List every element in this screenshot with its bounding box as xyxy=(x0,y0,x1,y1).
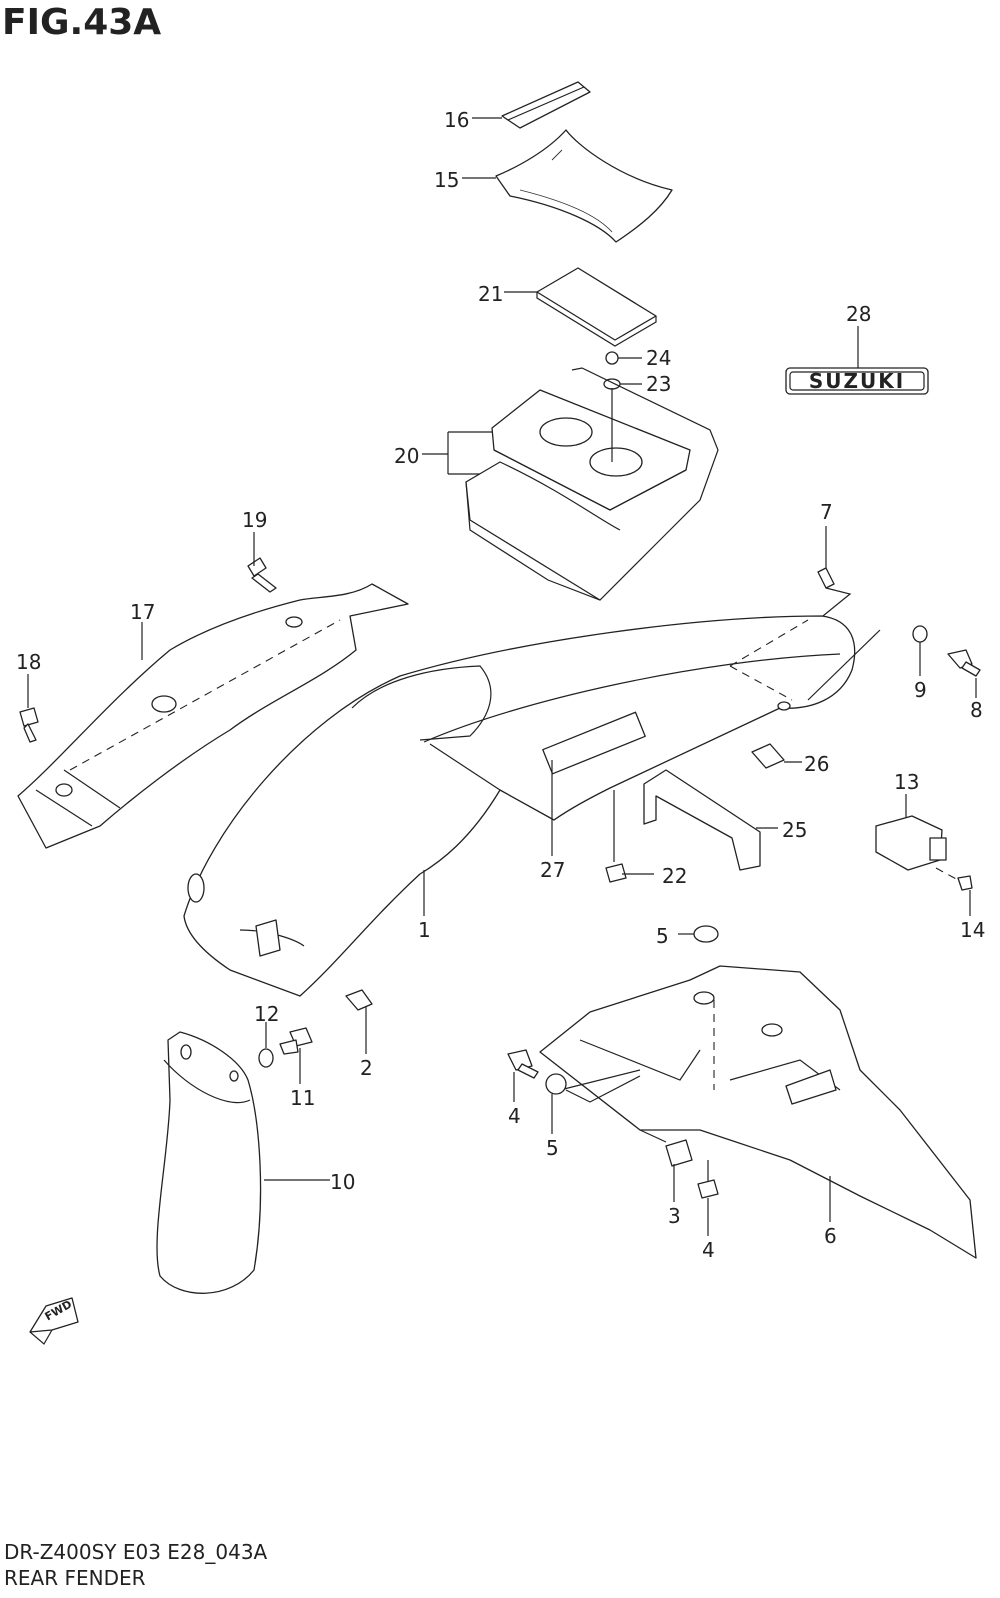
part-12-washer xyxy=(258,1048,274,1068)
callout-2: 2 xyxy=(360,1056,373,1080)
part-24-nut xyxy=(605,351,619,365)
part-7-clip xyxy=(817,567,852,621)
part-4-bolt-lower xyxy=(697,1160,719,1199)
callout-23: 23 xyxy=(646,372,672,396)
part-9-washer xyxy=(912,625,928,643)
fwd-arrow-icon xyxy=(29,1297,79,1345)
callout-9: 9 xyxy=(914,678,927,702)
part-5-grommet-lower xyxy=(545,1073,641,1103)
callout-22: 22 xyxy=(662,864,688,888)
callout-20: 20 xyxy=(394,444,420,468)
callout-21: 21 xyxy=(478,282,504,306)
part-23-washer xyxy=(603,378,621,390)
part-11-bolt xyxy=(279,1027,313,1055)
callout-5-lower: 5 xyxy=(546,1136,559,1160)
callout-11: 11 xyxy=(290,1086,316,1110)
callout-15: 15 xyxy=(434,168,460,192)
callout-17: 17 xyxy=(130,600,156,624)
figure-caption: REAR FENDER xyxy=(4,1566,146,1590)
part-22-bolt xyxy=(605,790,627,883)
callout-10: 10 xyxy=(330,1170,356,1194)
callout-12: 12 xyxy=(254,1002,280,1026)
part-25-grip xyxy=(643,769,761,871)
part-1-rear-fender xyxy=(183,615,881,997)
leader-lines xyxy=(27,117,977,1236)
callout-14: 14 xyxy=(960,918,986,942)
part-14-screw xyxy=(935,867,973,891)
part-17-side-cover xyxy=(17,583,409,849)
callout-5-top: 5 xyxy=(656,924,669,948)
part-26-pad xyxy=(751,743,785,769)
figure-title: FIG.43A xyxy=(2,2,162,43)
callout-16: 16 xyxy=(444,108,470,132)
callout-25: 25 xyxy=(782,818,808,842)
emblem-text: SUZUKI xyxy=(808,369,906,393)
part-10-mud-flap xyxy=(156,1031,262,1294)
part-13-relay xyxy=(875,815,947,871)
part-4-bolt xyxy=(507,1049,539,1079)
part-8-bolt xyxy=(947,649,981,677)
callout-8: 8 xyxy=(970,698,983,722)
callout-24: 24 xyxy=(646,346,672,370)
callout-26: 26 xyxy=(804,752,830,776)
part-20-battery-case xyxy=(447,367,719,601)
part-19-bolt xyxy=(247,557,277,593)
part-18-bolt xyxy=(19,707,39,743)
part-5-grommet xyxy=(693,925,719,943)
callout-4-lower: 4 xyxy=(702,1238,715,1262)
part-15-pad xyxy=(495,129,673,243)
callout-7: 7 xyxy=(820,500,833,524)
callout-4-upper: 4 xyxy=(508,1104,521,1128)
callout-1: 1 xyxy=(418,918,431,942)
callout-19: 19 xyxy=(242,508,268,532)
model-code: DR-Z400SY E03 E28_043A xyxy=(4,1540,268,1564)
part-3-clip xyxy=(639,1129,693,1167)
callout-6: 6 xyxy=(824,1224,837,1248)
callout-3: 3 xyxy=(668,1204,681,1228)
part-2-bolt xyxy=(345,989,373,1011)
callout-28: 28 xyxy=(846,302,872,326)
callout-13: 13 xyxy=(894,770,920,794)
part-21-pad xyxy=(536,267,657,347)
part-6-rear-fender-lower xyxy=(539,965,977,1259)
callout-18: 18 xyxy=(16,650,42,674)
part-28-emblem xyxy=(785,367,929,395)
part-16-strap xyxy=(501,81,591,129)
callout-27: 27 xyxy=(540,858,566,882)
